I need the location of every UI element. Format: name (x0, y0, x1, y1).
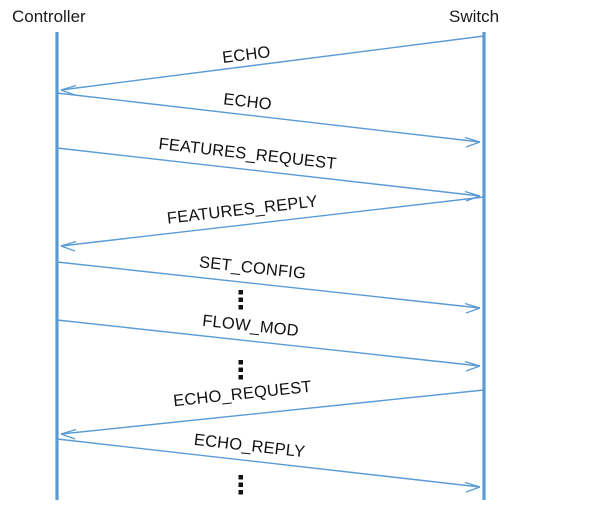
actor-label-switch: Switch (449, 7, 499, 26)
message-arrow-echo-2[interactable] (56, 92, 481, 148)
arrowhead-right-icon (464, 360, 481, 372)
ellipsis-icon-2 (238, 360, 243, 380)
message-arrow-flow-mod[interactable] (56, 319, 481, 372)
ellipsis-icon-3 (238, 475, 243, 495)
arrowhead-left-icon (60, 240, 77, 252)
message-arrow-echo-reply[interactable] (56, 438, 481, 493)
message-label-features-reply: FEATURES_REPLY (166, 192, 319, 227)
message-label-flow-mod: FLOW_MOD (201, 312, 299, 340)
message-arrow-features-reply[interactable] (60, 196, 485, 252)
actor-label-controller: Controller (12, 7, 86, 26)
message-label-echo-1: ECHO (221, 43, 271, 67)
ellipsis-icon-1 (238, 290, 243, 310)
message-label-features-request: FEATURES_REQUEST (158, 135, 338, 173)
message-label-echo-2: ECHO (222, 90, 272, 113)
arrowhead-right-icon (464, 481, 481, 493)
message-label-echo-request: ECHO_REQUEST (172, 378, 312, 410)
message-arrow-echo-request[interactable] (60, 389, 485, 440)
arrowhead-right-icon (464, 302, 481, 314)
arrowhead-right-icon (464, 136, 481, 148)
message-label-set-config: SET_CONFIG (198, 253, 307, 282)
arrowhead-left-icon (60, 428, 77, 440)
message-arrow-set-config[interactable] (56, 261, 481, 314)
message-arrow-echo-1[interactable] (60, 35, 485, 96)
